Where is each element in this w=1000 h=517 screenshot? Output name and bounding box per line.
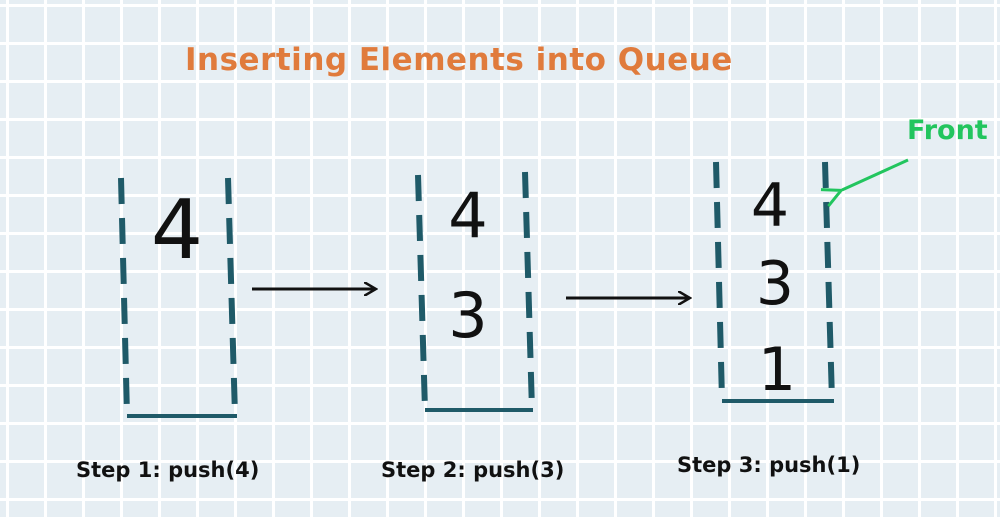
queue-container-step-3: 4 3 1: [713, 161, 835, 405]
queue-element: 4: [151, 183, 203, 278]
queue-element: 3: [448, 279, 487, 352]
container-left-wall: [118, 177, 130, 416]
container-left-wall: [415, 174, 428, 411]
queue-container-step-1: 4: [118, 177, 238, 418]
front-arrow-icon: [842, 158, 909, 190]
container-right-wall: [522, 171, 535, 411]
queue-element: 4: [448, 179, 487, 252]
diagram-title: Inserting Elements into Queue: [185, 42, 733, 78]
step-1-label: Step 1: push(4): [76, 458, 260, 482]
queue-element: 4: [751, 171, 789, 241]
queue-container-step-2: 4 3: [415, 171, 535, 412]
queue-element: 1: [758, 335, 796, 405]
container-left-wall: [713, 161, 725, 401]
step-3-label: Step 3: push(1): [677, 453, 861, 477]
container-right-wall: [822, 161, 835, 401]
queue-element: 3: [756, 249, 794, 319]
front-label: Front: [907, 115, 988, 146]
step-2-label: Step 2: push(3): [381, 458, 565, 482]
container-right-wall: [225, 177, 238, 416]
